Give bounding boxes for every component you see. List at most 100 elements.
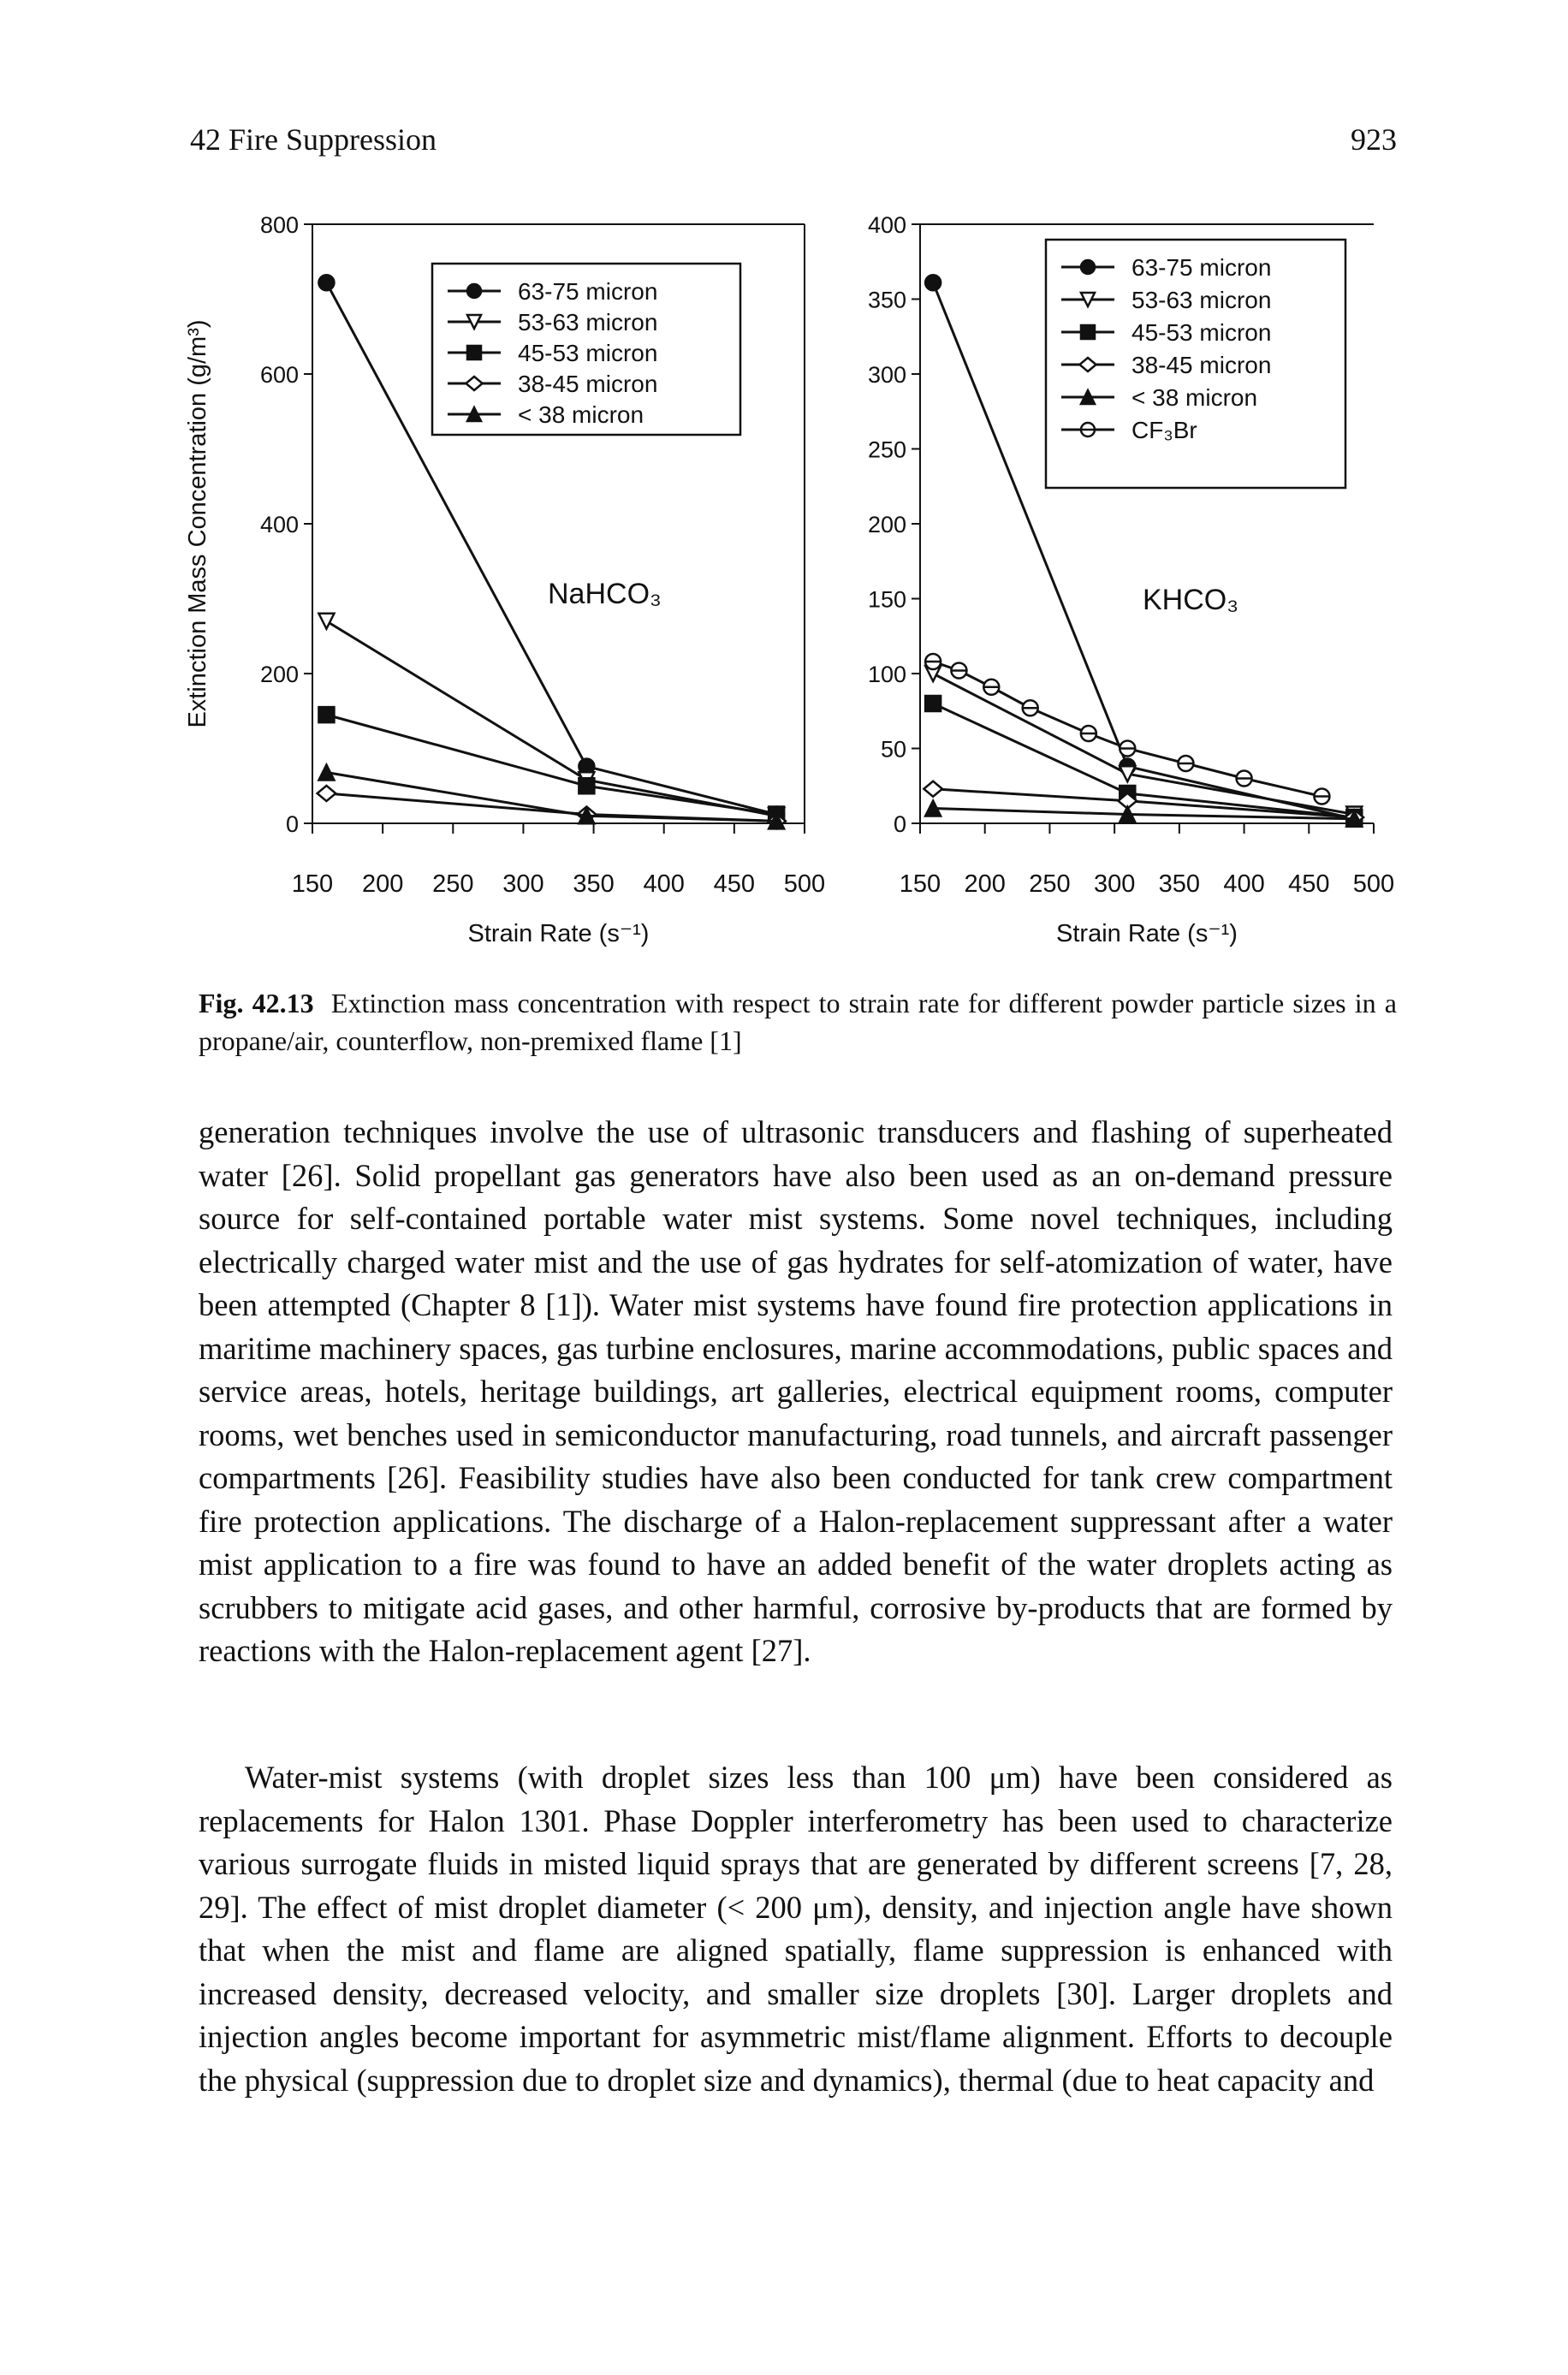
c0-legend-marker-2-shape [466,344,483,361]
c1-x-tick-label: 350 [1159,870,1200,898]
c0-series-2-point [578,777,596,795]
body-paragraph-1: generation techniques involve the use of… [199,1114,1393,1668]
c1-legend-marker-1 [1078,291,1097,309]
c1-legend-marker-0 [1079,258,1096,276]
c1-legend-marker-2 [1079,324,1096,341]
c1-y-tick-label: 150 [868,587,906,613]
c1-x-tick-label: 400 [1223,870,1264,898]
c1-legend-entry: < 38 micron [1131,384,1257,411]
c0-x-tick-label: 200 [362,870,403,898]
c1-legend-marker-1-shape [1078,291,1097,309]
c0-y-axis-label: Extinction Mass Concentration (g/m³) [184,319,211,727]
c1-series-3-point [922,780,944,799]
c0-x-tick-label: 350 [573,870,614,898]
c0-series-1-point-shape [317,612,336,632]
c1-legend-marker-4 [1078,388,1097,406]
c0-legend-marker-3 [464,375,484,392]
c1-x-tick-label: 200 [965,870,1006,898]
body-paragraph-2: Water-mist systems (with droplet sizes l… [199,1760,1393,2098]
c0-legend-marker-1 [465,313,484,331]
c0-x-tick-label: 500 [784,870,825,898]
c1-legend-entry: 63-75 micron [1131,254,1271,281]
c1-series-5-point [1021,699,1039,717]
c1-series-1-point-shape [1118,765,1137,785]
c0-series-2-point-shape [578,777,596,795]
c1-legend-marker-5 [1079,421,1096,438]
c1-legend-marker-3 [1078,356,1098,373]
c1-series-4-point [1118,804,1137,823]
caption-label: Fig. 42.13 [199,988,314,1018]
c0-y-tick-label: 400 [260,512,299,537]
c1-series-0-point-shape [924,274,942,292]
c1-y-tick-label: 400 [868,212,906,238]
c1-annotation: KHCO₃ [1143,584,1238,616]
c0-series-4-point [577,805,597,825]
c0-annotation: NaHCO₃ [548,578,662,610]
c0-series-4-point [317,762,336,781]
c0-y-tick-label: 800 [260,212,299,238]
c0-series-0-point-shape [318,274,336,292]
c0-series-0-point [318,274,336,292]
c0-series-3-point-shape [315,784,338,803]
c1-legend-marker-3-shape [1078,356,1098,373]
c1-series-4-point-shape [1118,804,1137,823]
c0-legend-marker-0 [466,282,483,300]
c1-series-1-point [1118,765,1137,785]
c0-x-tick-label: 150 [292,870,333,898]
c1-series-5-point [950,662,968,680]
c0-x-tick-label: 250 [432,870,473,898]
c1-x-tick-label: 450 [1288,870,1329,898]
c1-x-tick-label: 150 [900,870,941,898]
c1-series-4-point-shape [1345,808,1364,828]
c0-legend-entry: < 38 micron [518,401,644,428]
c0-series-4-point-shape [317,762,336,781]
c0-y-tick-label: 600 [260,362,299,388]
c0-legend-marker-2 [466,344,483,361]
figure-caption: Fig. 42.13 Extinction mass concentration… [199,984,1397,1060]
c0-legend-marker-4-shape [465,405,484,423]
c1-series-4-point [1345,808,1364,828]
c1-x-tick-label: 500 [1353,870,1394,898]
c0-series-4-point-shape [577,805,597,825]
c0-legend-entry: 63-75 micron [518,278,657,305]
c1-series-5-point [1235,769,1253,787]
c1-series-3-point-shape [922,780,944,799]
c0-legend-marker-0-shape [466,282,483,300]
c1-y-tick-label: 200 [868,512,906,537]
c1-legend-entry: CF₃Br [1131,417,1197,443]
c1-y-tick-label: 300 [868,362,906,388]
c0-legend-marker-1-shape [465,313,484,331]
c0-y-tick-label: 0 [286,811,299,837]
c1-series-5-point [1313,787,1331,805]
c0-series-4-point-shape [767,810,787,830]
page-number: 923 [1351,122,1397,157]
c1-x-tick-label: 250 [1029,870,1070,898]
running-header: 42 Fire Suppression [190,122,437,157]
c1-x-tick-label: 300 [1094,870,1135,898]
c1-y-tick-label: 350 [868,288,906,313]
c1-series-5-point [1119,739,1137,757]
c0-x-tick-label: 400 [644,870,685,898]
c0-y-tick-label: 200 [260,662,299,687]
c0-series-1-point [317,612,336,632]
c1-legend-marker-2-shape [1079,324,1096,341]
c1-series-4-point [924,798,943,817]
c1-series-5-point [983,678,1001,696]
c0-series-2-point [318,705,336,724]
c1-legend-entry: 53-63 micron [1131,287,1271,313]
c1-series-2-point [924,694,942,713]
c1-y-tick-label: 250 [868,437,906,463]
c1-legend-entry: 45-53 micron [1131,319,1271,346]
c1-legend-marker-0-shape [1079,258,1096,276]
c1-series-4-point-shape [924,798,943,817]
c0-x-tick-label: 450 [714,870,755,898]
c0-legend-entry: 53-63 micron [518,309,657,335]
c1-series-5-point [1177,754,1195,773]
c1-x-axis-label: Strain Rate (s⁻¹) [1056,920,1238,947]
c0-x-tick-label: 300 [502,870,543,898]
c1-y-tick-label: 100 [868,662,906,687]
c1-series-0-point [924,274,942,292]
c1-y-tick-label: 50 [881,737,906,763]
